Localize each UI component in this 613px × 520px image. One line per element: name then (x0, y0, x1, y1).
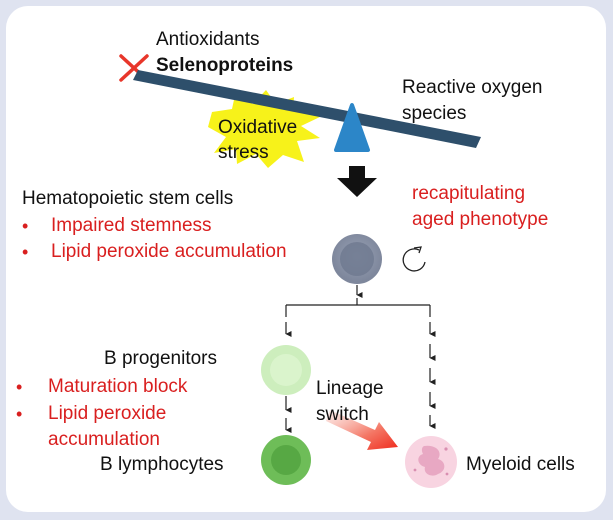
bprog-bullet-2-cont: accumulation (48, 429, 160, 450)
fulcrum-icon (334, 103, 370, 152)
bullet-dot: • (16, 377, 23, 397)
lineage-branch-lines (285, 285, 436, 433)
background-card (6, 6, 606, 512)
oxidative-stress-burst-icon (208, 90, 322, 168)
b-lymphocyte-cell-icon (261, 435, 311, 485)
ros-label-line1: Reactive oxygen (402, 77, 543, 98)
lineage-switch-arrow-icon (326, 410, 398, 450)
b-lymphocytes-label: B lymphocytes (100, 454, 224, 475)
hsc-title: Hematopoietic stem cells (22, 188, 234, 209)
bprog-bullet-2: Lipid peroxide (48, 403, 167, 424)
antioxidants-label: Antioxidants (156, 29, 260, 50)
bullet-dot: • (22, 242, 29, 262)
aged-phenotype-line2: aged phenotype (412, 209, 549, 230)
lineage-switch-line2: switch (316, 404, 369, 425)
bullet-dot: • (16, 404, 23, 424)
b-progenitor-cell-icon (261, 345, 311, 395)
myeloid-cell-icon (405, 436, 457, 488)
hsc-bullet-1: Impaired stemness (51, 215, 212, 236)
self-renewal-icon (402, 246, 426, 272)
down-arrow-icon (337, 166, 377, 197)
hsc-cell-icon (332, 234, 382, 284)
myeloid-cells-label: Myeloid cells (466, 454, 575, 475)
bullet-dot: • (22, 216, 29, 236)
hsc-bullet-2: Lipid peroxide accumulation (51, 241, 287, 262)
ros-label-line2: species (402, 103, 467, 124)
aged-phenotype-line1: recapitulating (412, 183, 526, 204)
oxidative-stress-line1: Oxidative (218, 117, 298, 138)
b-progenitors-title: B progenitors (104, 348, 218, 369)
selenoproteins-label: Selenoproteins (156, 55, 294, 76)
lineage-switch-line1: Lineage (316, 378, 384, 399)
bprog-bullet-1: Maturation block (48, 376, 188, 397)
oxidative-stress-line2: stress (218, 142, 269, 163)
seesaw-beam-icon (133, 70, 481, 148)
